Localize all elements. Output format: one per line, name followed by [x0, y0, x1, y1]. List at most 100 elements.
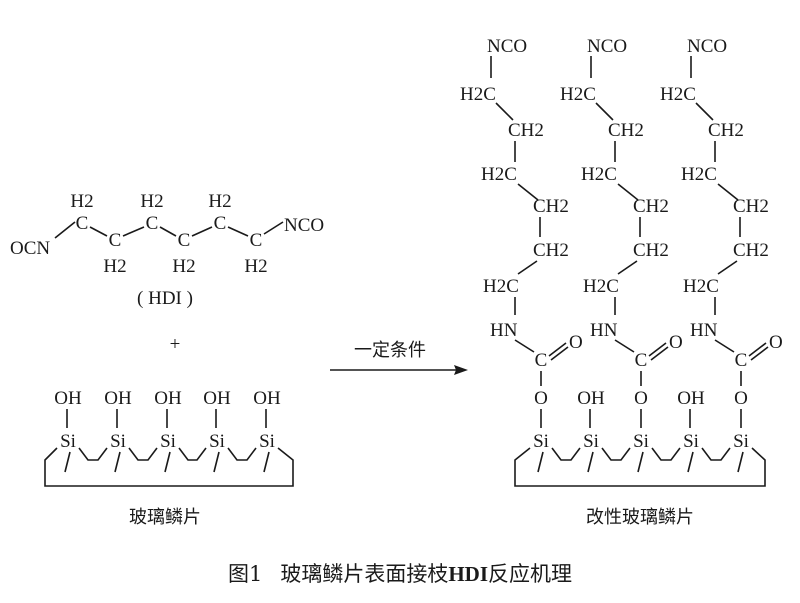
chain-h2c: H2C [460, 84, 496, 105]
flake-si: Si [160, 431, 176, 452]
bond [191, 226, 213, 237]
bond [617, 260, 638, 275]
siloxane-bridge [601, 447, 631, 461]
flake-si: Si [209, 431, 225, 452]
chain-ch2: CH2 [733, 196, 769, 217]
flake-oh: OH [104, 388, 132, 409]
carbonyl-oxygen: O [669, 332, 683, 353]
bond [89, 226, 108, 237]
siloxane-bridge [551, 447, 581, 461]
chain-ch2: CH2 [533, 196, 569, 217]
chain-ch2: CH2 [708, 120, 744, 141]
si-bond-down [587, 451, 594, 473]
double-bond [550, 346, 569, 361]
flake-tray [44, 447, 294, 487]
hdi-carbon: C [250, 230, 263, 251]
chain-nco-group: NCO [487, 36, 527, 57]
bond [122, 226, 145, 237]
double-bond [648, 342, 667, 357]
chain-ch2: CH2 [633, 240, 669, 261]
double-bond [750, 346, 769, 361]
substrate-label: 玻璃鳞片 [129, 507, 201, 527]
bond [717, 183, 739, 201]
bond [614, 339, 635, 353]
hdi-h2-bottom: H2 [172, 256, 195, 277]
chain-nco-group: NCO [687, 36, 727, 57]
figure-number: 图1 [227, 562, 263, 586]
si-bond-down [213, 451, 220, 473]
bond [695, 102, 714, 121]
chain-h2c: H2C [681, 164, 717, 185]
chain-h2c: H2C [483, 276, 519, 297]
hdi-carbon: C [146, 213, 159, 234]
siloxane-bridge [78, 447, 108, 461]
bond [54, 221, 76, 239]
siloxane-bridge [128, 447, 158, 461]
si-bond-down [263, 451, 270, 473]
chain-h2c: H2C [560, 84, 596, 105]
chain-nh: HN [590, 320, 618, 341]
flake-oh: OH [154, 388, 182, 409]
arrow-condition-label: 一定条件 [354, 340, 426, 360]
bond [717, 260, 738, 275]
ester-oxygen: O [634, 388, 648, 409]
siloxane-bridge [227, 447, 257, 461]
hdi-label: ( HDI ) [137, 288, 193, 309]
hdi-carbon: C [178, 230, 191, 251]
chain-h2c: H2C [660, 84, 696, 105]
chain-h2c: H2C [583, 276, 619, 297]
siloxane-bridge [701, 447, 731, 461]
hdi-h2-bottom: H2 [244, 256, 267, 277]
modified-flake-si: Si [633, 431, 649, 452]
caption-title-post: 反应机理 [488, 562, 573, 586]
flake-oh: OH [203, 388, 231, 409]
chain-h2c: H2C [481, 164, 517, 185]
si-bond-down [737, 451, 744, 473]
chain-ch2: CH2 [608, 120, 644, 141]
hdi-nco-group: NCO [284, 215, 324, 236]
si-bond-down [687, 451, 694, 473]
modified-flake-oh: OH [677, 388, 705, 409]
caption-title-bold: HDI [448, 562, 489, 586]
bond [517, 183, 539, 201]
double-bond [650, 346, 669, 361]
hdi-h2-bottom: H2 [103, 256, 126, 277]
hdi-carbon: C [214, 213, 227, 234]
modified-flake-si: Si [733, 431, 749, 452]
modified-flake-si: Si [583, 431, 599, 452]
flake-oh: OH [253, 388, 281, 409]
hdi-carbon: C [76, 213, 89, 234]
bond [714, 339, 735, 353]
carbonyl-carbon: C [535, 350, 548, 371]
bond [263, 221, 284, 235]
caption-title-pre: 玻璃鳞片表面接枝 [280, 562, 449, 586]
hdi-ocn-group: OCN [10, 238, 50, 259]
chain-ch2: CH2 [633, 196, 669, 217]
ester-oxygen: O [734, 388, 748, 409]
flake-si: Si [259, 431, 275, 452]
arrow-head-icon [454, 365, 468, 375]
bond [517, 260, 538, 275]
bond [595, 102, 614, 121]
ester-oxygen: O [534, 388, 548, 409]
bond [227, 226, 249, 237]
siloxane-bridge [651, 447, 681, 461]
carbonyl-oxygen: O [769, 332, 783, 353]
hdi-h2-top: H2 [208, 191, 231, 212]
chain-nh: HN [690, 320, 718, 341]
chain-ch2: CH2 [508, 120, 544, 141]
flake-oh: OH [54, 388, 82, 409]
modified-flake-si: Si [533, 431, 549, 452]
modified-flake-tray [514, 447, 766, 487]
carbonyl-carbon: C [735, 350, 748, 371]
hdi-h2-top: H2 [140, 191, 163, 212]
carbonyl-oxygen: O [569, 332, 583, 353]
chain-h2c: H2C [581, 164, 617, 185]
chain-h2c: H2C [683, 276, 719, 297]
double-bond [748, 342, 767, 357]
hdi-h2-top: H2 [70, 191, 93, 212]
bond [617, 183, 639, 201]
product-label: 改性玻璃鳞片 [586, 507, 694, 527]
double-bond [548, 342, 567, 357]
